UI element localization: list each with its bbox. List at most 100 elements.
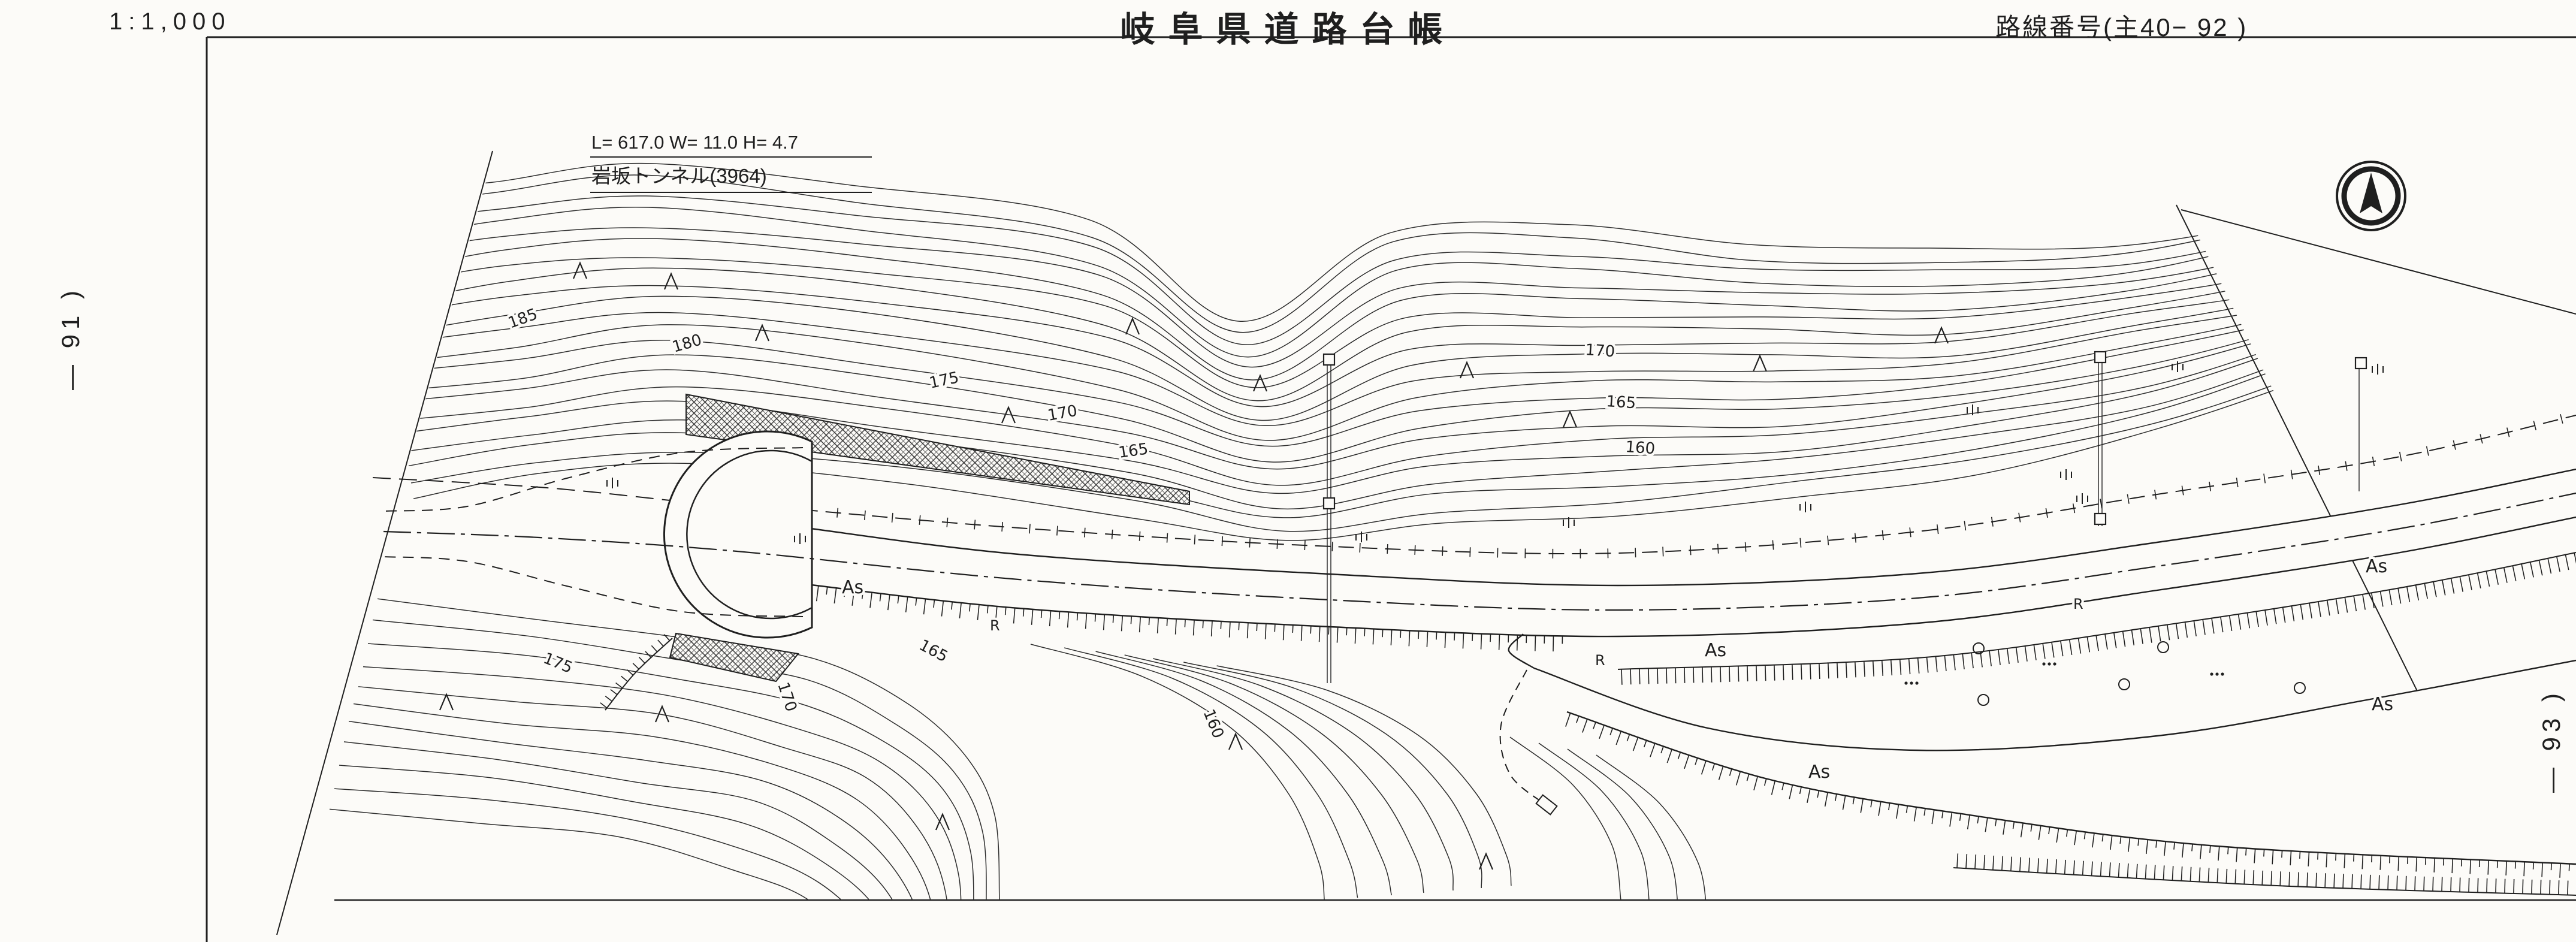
wall-hatch — [1962, 653, 1965, 669]
fence-tick — [2318, 465, 2321, 475]
tree-icon — [2157, 641, 2169, 653]
wall-hatch — [1890, 660, 1893, 676]
wall-hatch — [1992, 855, 1995, 870]
wall-hatch — [1747, 666, 1748, 682]
wall-hatch — [2042, 643, 2046, 659]
conifer-icon — [1125, 317, 1140, 335]
contour-line — [339, 765, 900, 900]
slope-hatch — [1781, 783, 1784, 790]
slope-hatch — [1842, 795, 1846, 810]
surface-label: R — [990, 617, 1000, 634]
slope-hatch — [1834, 793, 1837, 801]
surface-label: As — [2366, 556, 2387, 577]
slope-hatch — [2092, 833, 2095, 848]
slope-hatch — [1650, 743, 1656, 757]
wall-hatch — [2344, 597, 2348, 613]
adjacent-sheet-left: — 91 ) — [56, 285, 84, 391]
slope-hatch — [1807, 789, 1811, 803]
fence-tick — [1909, 527, 1911, 538]
wall-hatch — [1917, 657, 1920, 674]
slope-hatch — [826, 587, 828, 595]
wall-hatch — [2273, 608, 2277, 624]
wall-hatch — [2370, 593, 2375, 609]
dot-icon — [2042, 662, 2046, 666]
contour-label: 185 — [506, 305, 540, 332]
slope-hatch — [1923, 808, 1926, 816]
wall-hatch — [2181, 866, 2183, 881]
slope-hatch — [2012, 822, 2015, 829]
wall-hatch — [2459, 576, 2464, 592]
grass-icon — [2060, 469, 2072, 480]
slope-hatch — [1472, 633, 1473, 642]
slope-hatch — [2163, 841, 2166, 856]
wall-hatch — [2282, 607, 2286, 623]
fence-tick — [1964, 521, 1967, 531]
wall-hatch — [2397, 588, 2402, 604]
wall-hatch — [2095, 635, 2099, 651]
wall-hatch — [2010, 856, 2013, 871]
fence-tick — [1249, 538, 1251, 548]
contours-layer — [329, 162, 2421, 900]
wall-hatch — [1989, 650, 1992, 666]
contour-line — [401, 301, 2409, 486]
slope-hatch — [1022, 608, 1025, 617]
wall-hatch — [2051, 642, 2055, 658]
slope-hatch — [2532, 862, 2534, 869]
slope-hatch — [861, 591, 864, 599]
grass-icon — [2076, 493, 2088, 504]
wall-hatch — [2252, 870, 2255, 885]
wall-hatch — [1908, 659, 1911, 675]
wall-hatch — [1899, 659, 1902, 675]
wall-hatch — [1648, 668, 1650, 684]
fence-tick — [2018, 512, 2021, 523]
slope-hatch — [1677, 752, 1681, 759]
contour-line — [1596, 754, 1708, 900]
wall-hatch — [2255, 611, 2259, 627]
slope-hatch — [1599, 724, 1605, 739]
slope-hatch — [2020, 823, 2024, 838]
wall-hatch — [2521, 563, 2526, 579]
slope-hatch — [1913, 807, 1917, 822]
slope-hatch — [1888, 803, 1891, 811]
slope-hatch — [1817, 790, 1820, 798]
tunnel-name: 岩坂トンネル(3964) — [590, 158, 872, 193]
wall-hatch — [1983, 855, 1986, 869]
wall-hatch — [2158, 626, 2161, 642]
fence-tick — [2399, 451, 2402, 461]
tunnel-bore-lower — [383, 556, 804, 617]
wingwall-hatched — [685, 393, 1190, 506]
slope-hatch — [1660, 746, 1664, 754]
fence-tick — [2290, 469, 2293, 479]
frame-line — [276, 150, 493, 935]
grass-icon — [2372, 364, 2384, 375]
wall-hatch — [2379, 591, 2384, 607]
fence-tick — [1166, 533, 1168, 543]
dot-icon — [2053, 662, 2056, 666]
slope-hatch — [1138, 617, 1141, 633]
wall-hatch — [2468, 575, 2472, 590]
contour-label: 165 — [916, 636, 951, 666]
boundary-dashed — [372, 477, 671, 501]
conifer-icon — [663, 272, 679, 290]
contour-label: 160 — [1200, 707, 1227, 741]
slope-hatch — [1771, 780, 1776, 795]
slope-hatch — [833, 588, 837, 604]
wall-hatch — [1702, 667, 1704, 683]
slope-hatch — [905, 596, 908, 612]
wall-hatch — [1765, 665, 1766, 681]
wall-hatch — [2547, 558, 2552, 574]
wall-hatch — [2333, 873, 2335, 888]
slope-hatch — [1436, 632, 1438, 640]
contour-line — [1030, 644, 1325, 900]
wall-hatch — [1837, 662, 1838, 678]
surface-label: As — [2372, 694, 2393, 715]
fence-tick — [1799, 538, 1802, 548]
wall-hatch — [2228, 615, 2233, 631]
wall-hatch — [2216, 868, 2219, 883]
tree-icon — [2294, 682, 2306, 694]
road-layer — [778, 413, 2576, 896]
wall-hatch — [1881, 660, 1884, 677]
fence-tick — [1744, 542, 1747, 552]
conifer-icon — [439, 693, 454, 711]
north-needle — [2360, 173, 2382, 213]
